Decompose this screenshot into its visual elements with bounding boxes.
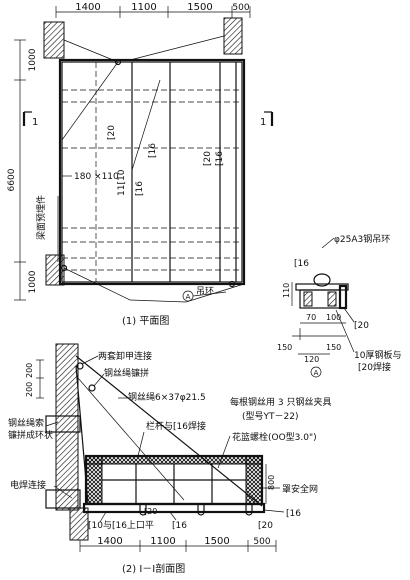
plan-embed-label: 梁面预埋件 [35,195,47,240]
plan-plate-label: 180 ×110 [74,172,119,182]
section-label-rope-ring-1: 钢丝绳索 [8,417,44,429]
plan-dim-top-2: 1100 [131,2,156,13]
detail-dim-100: 100 [326,313,341,322]
section-dim-800: 800 [267,475,276,490]
section-label-shackle: 两套卸甲连接 [98,350,152,362]
detail-dim-150-a: 150 [277,343,292,352]
section-label-rail: 栏杆与[16焊接 [146,420,206,432]
plan-left-dimensions: 1000 6600 1000 [7,39,38,301]
detail-weld-1: 10厚钢板与 [354,349,401,361]
section-label-rope-spec: 钢丝绳6×37φ21.5 [128,391,206,403]
plan-view: 1400 1100 1500 500 1000 6600 1000 [7,2,274,327]
plan-callout-a: A [186,293,191,301]
detail-weld-2: [20焊接 [358,361,391,373]
section-dim-bottom-2: 1100 [150,536,175,547]
section-dim-200-a: 200 [25,363,34,378]
section-note-clips-1: 每根钢丝用 3 只钢丝夹具 [230,396,331,408]
section-note-clips-2: (型号YT－22) [242,411,298,422]
plan-platform [58,35,246,303]
plan-channel-c10: 11[10 [117,169,127,196]
plan-dim-top-3: 1500 [187,2,212,13]
plan-dim-top-4: 500 [232,3,249,13]
detail-dim-110: 110 [282,283,291,298]
section-dim-bottom-1: 1400 [97,536,122,547]
plan-dim-left-2: 6600 [7,168,17,191]
plan-dim-left-3: 1000 [28,270,38,293]
section-bottom-dimensions: 1400 1100 1500 500 [79,536,277,552]
detail-dim-150-b: 150 [326,343,341,352]
plan-channel-c20-a: [20 [107,125,117,140]
detail-c16-label: [16 [294,259,309,269]
section-label-flush: [10与[16上口平 [88,520,154,531]
section-column [55,343,79,511]
detail-callout-a: A [314,369,319,377]
plan-channel-c16-a: [16 [148,143,158,158]
detail-a: φ25A3钢吊环 [16 110 [20 70 100 150 150 120 … [277,233,401,378]
plan-channel-c16-b: [16 [135,181,145,196]
section-label-rope-ring-2: 镰拼成环状 [8,429,53,441]
detail-dim-120: 120 [304,355,319,364]
section-dim-200-b: 200 [25,382,34,397]
plan-ring-label: 吊环 [196,286,214,297]
plan-channel-c20-b: [20 [203,151,213,166]
section-dim-bottom-4: 500 [253,537,270,547]
plan-section-mark-right: 1 [260,111,274,128]
plan-channel-c16-c: [16 [215,151,225,166]
section-label-c16-b: [16 [286,509,301,519]
plan-column-top-right [223,17,243,55]
section-dim-bottom-3: 1500 [204,536,229,547]
section-label-weld: 电焊连接 [10,479,46,491]
plan-section-mark-left: 1 [22,111,38,128]
section-caption: (2) I－I剖面图 [122,562,185,575]
detail-c20-label: [20 [354,321,369,331]
section-label-net: 罩安全网 [282,483,318,495]
plan-dim-left-1: 1000 [28,48,38,71]
plan-caption: (1) 平面图 [122,315,169,327]
svg-text:1: 1 [32,117,38,128]
plan-column-bottom-left [45,254,65,286]
plan-column-top-left [43,21,65,59]
plan-dim-top-1: 1400 [75,2,100,13]
section-label-turnbuckle: 花篮螺栓(OO型3.0") [232,431,317,443]
section-label-c16-a: [16 [172,521,187,531]
section-platform [82,454,266,516]
detail-ring-label: φ25A3钢吊环 [334,233,390,245]
detail-dim-70: 70 [306,313,316,322]
plan-top-dimensions: 1400 1100 1500 500 [55,2,251,18]
section-view: 200 200 800 两套卸甲连接 钢丝绳镰拼 [8,343,331,575]
section-label-c20-a: [20 [144,507,157,516]
section-label-rope-spliced: 钢丝绳镰拼 [104,367,149,379]
svg-text:1: 1 [260,117,266,128]
section-label-c20-b: [20 [258,521,273,531]
